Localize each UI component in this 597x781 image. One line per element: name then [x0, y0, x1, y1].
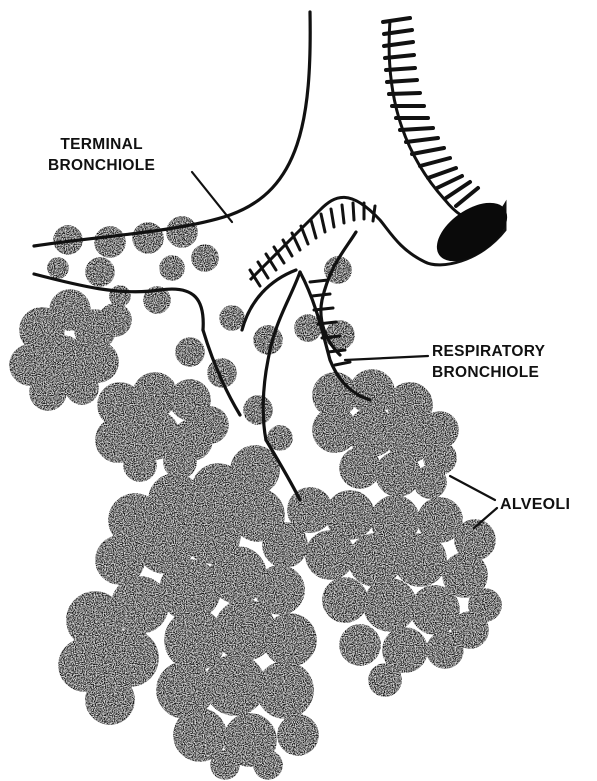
leader-terminal-bronchiole: [192, 172, 232, 222]
alveolar-sac-right: [313, 370, 458, 498]
label-respiratory-bronchiole-line1: RESPIRATORY: [432, 341, 545, 362]
label-alveoli: ALVEOLI: [500, 494, 570, 515]
label-terminal-bronchiole-line2: BRONCHIOLE: [48, 155, 155, 176]
label-terminal-bronchiole-line1: TERMINAL: [48, 134, 155, 155]
label-terminal-bronchiole: TERMINAL BRONCHIOLE: [48, 134, 155, 176]
terminal-bronchiole-wall: [34, 12, 310, 246]
leader-alveoli-upper: [450, 476, 495, 500]
alveolar-sac-lower-right: [288, 488, 501, 696]
alveolar-sac-central: [59, 446, 318, 779]
ringed-bronchiole: [250, 18, 517, 365]
alveolar-sac-middle-left: [96, 373, 228, 481]
alveoli-clusters: [10, 290, 501, 779]
leader-respiratory-bronchiole: [345, 356, 428, 360]
label-respiratory-bronchiole: RESPIRATORY BRONCHIOLE: [432, 341, 545, 383]
label-respiratory-bronchiole-line2: BRONCHIOLE: [432, 362, 545, 383]
